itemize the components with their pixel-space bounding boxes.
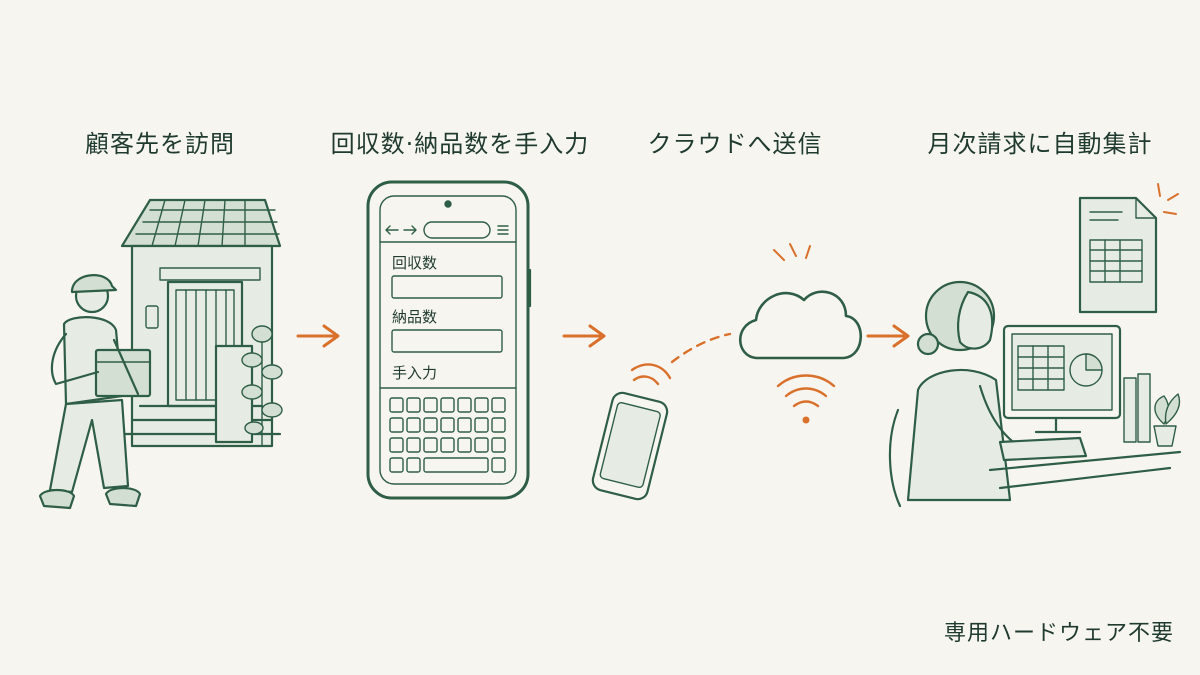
small-phone-icon: [591, 391, 669, 501]
binders-icon: [1123, 373, 1151, 443]
keyboard-key: [491, 417, 506, 433]
spark-lines-icon: [1157, 183, 1179, 215]
arrow-right-icon: [866, 324, 910, 348]
delivery-person-icon: [38, 274, 152, 510]
office-worker-icon: [888, 280, 1182, 508]
footer-note: 専用ハードウェア不要: [943, 621, 1174, 646]
keyboard-key: [389, 457, 404, 473]
phone-field-3-label: 手入力: [392, 364, 437, 382]
monitor-icon: [1002, 324, 1122, 434]
keyboard-key: [389, 437, 404, 453]
keyboard-key: [491, 457, 506, 473]
keyboard-key: [406, 417, 421, 433]
spreadsheet-document-icon: [1078, 196, 1158, 314]
wifi-icon: [776, 374, 836, 424]
keyboard-key: [423, 397, 438, 413]
step-4-label: 月次請求に自動集計: [927, 130, 1153, 158]
step-3-label: クラウドへ送信: [647, 130, 823, 158]
keyboard-key: [389, 397, 404, 413]
keyboard-key: [491, 397, 506, 413]
keyboard-key: [457, 417, 472, 433]
keyboard-key: [406, 437, 421, 453]
keyboard-key: [491, 437, 506, 453]
potted-plant-icon: [1153, 393, 1181, 447]
arrow-right-icon: [296, 324, 340, 348]
house-icon: [120, 198, 283, 448]
keyboard-key: [423, 437, 438, 453]
keyboard-key: [389, 417, 404, 433]
phone-field-2-label: 納品数: [392, 308, 437, 326]
signal-waves-icon: [630, 363, 672, 386]
rays-icon: [773, 243, 811, 261]
smartphone-icon: [366, 180, 532, 500]
step-2-label: 回収数·納品数を手入力: [330, 130, 590, 158]
keyboard-icon: [389, 397, 506, 473]
step-1-label: 顧客先を訪問: [85, 130, 235, 158]
cloud-icon: [739, 290, 862, 360]
arrow-right-icon: [562, 324, 606, 348]
keyboard-key: [406, 397, 421, 413]
keyboard-key: [440, 417, 455, 433]
keyboard-key: [406, 457, 421, 473]
dashed-transfer-line: [670, 332, 732, 364]
keyboard-key: [423, 417, 438, 433]
keyboard-key: [440, 437, 455, 453]
keyboard-key: [474, 417, 489, 433]
keyboard-key: [457, 397, 472, 413]
keyboard-key: [474, 397, 489, 413]
keyboard-key: [457, 437, 472, 453]
keyboard-key: [423, 457, 489, 473]
keyboard-key: [440, 397, 455, 413]
keyboard-key: [474, 437, 489, 453]
phone-field-1-label: 回収数: [392, 254, 437, 272]
